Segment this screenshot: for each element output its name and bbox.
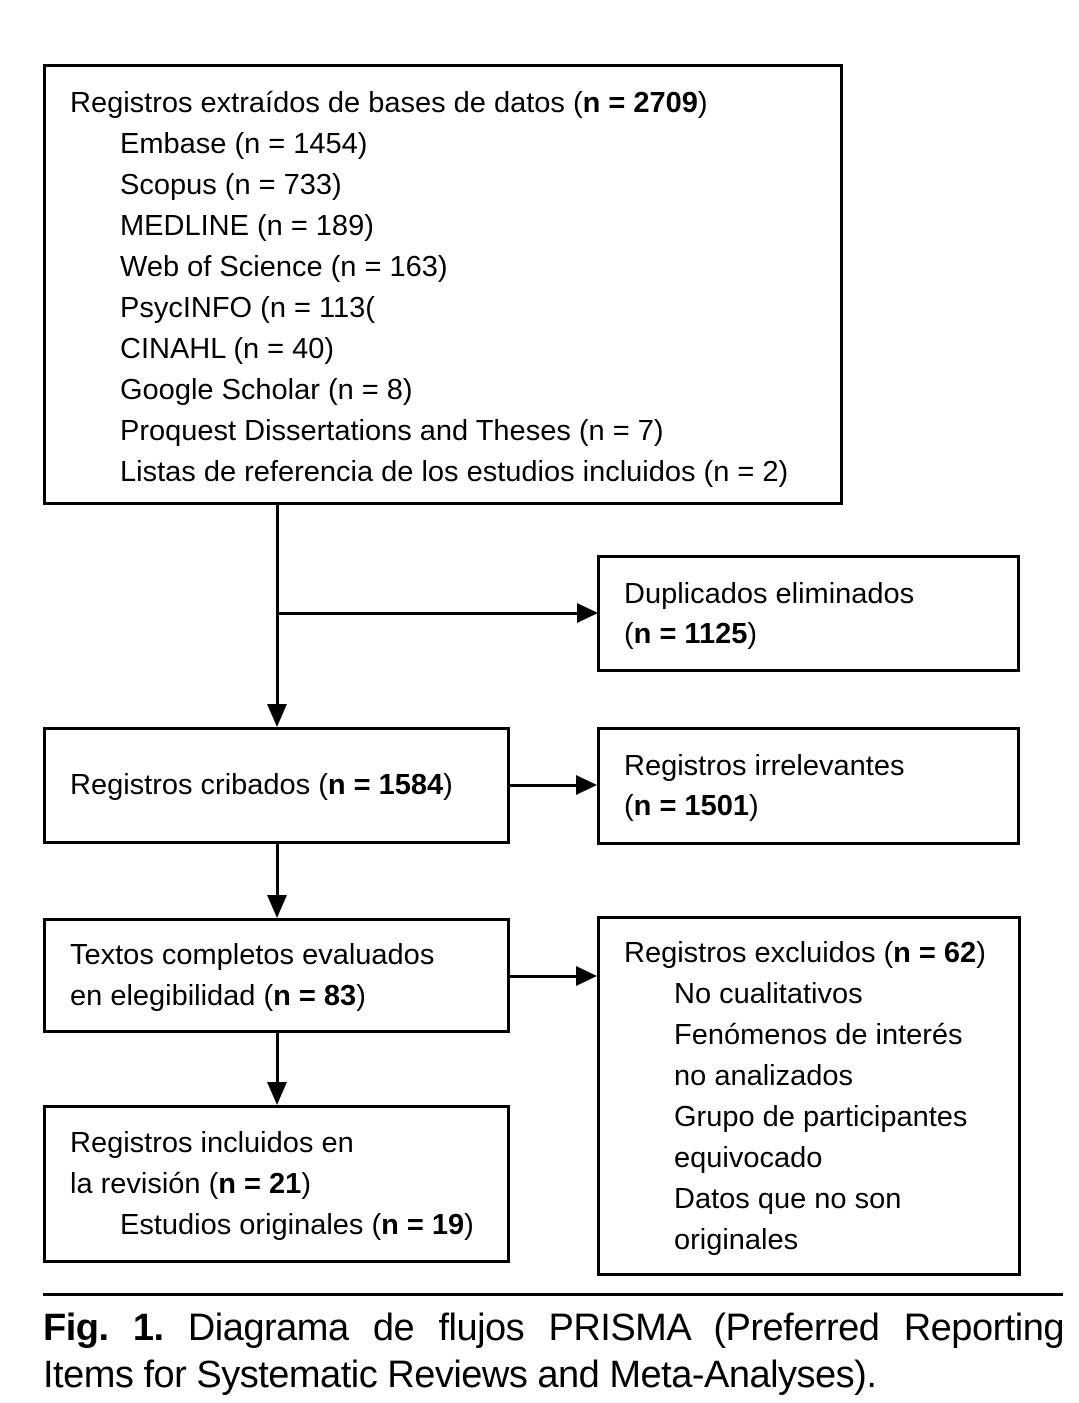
box-line: Duplicados eliminados bbox=[624, 577, 915, 610]
arrow-down-icon bbox=[267, 895, 287, 918]
figure-label: Fig. 1. bbox=[43, 1307, 164, 1349]
box-records-excluded: Registros excluidos (n = 62) No cualitat… bbox=[597, 916, 1021, 1276]
label-text: en elegibilidad ( bbox=[70, 979, 274, 1012]
paren-open: ( bbox=[624, 617, 634, 650]
count: n = 21 bbox=[218, 1167, 302, 1200]
list-item: PsycINFO (n = 113( bbox=[120, 292, 375, 324]
list-item: CINAHL (n = 40) bbox=[120, 333, 335, 365]
paren-close: ) bbox=[748, 790, 759, 822]
count: n = 1501 bbox=[633, 790, 749, 822]
title-text: Registros excluidos ( bbox=[624, 937, 894, 969]
label-text: Estudios originales ( bbox=[120, 1208, 382, 1241]
paren-close: ) bbox=[464, 1208, 474, 1241]
count: n = 1584 bbox=[327, 769, 444, 801]
figure-caption: Fig. 1. Diagrama de flujos PRISMA (Prefe… bbox=[43, 1305, 1065, 1399]
box-fulltext-assessed: Textos completos evaluados en elegibilid… bbox=[43, 918, 510, 1033]
box-records-irrelevant: Registros irrelevantes (n = 1501) bbox=[597, 727, 1020, 845]
arrow-down-icon bbox=[267, 704, 287, 727]
box-title: Registros excluidos (n = 62) bbox=[624, 933, 1012, 974]
count: n = 83 bbox=[273, 979, 357, 1012]
caption-divider bbox=[43, 1293, 1063, 1296]
title-close: ) bbox=[976, 937, 986, 969]
paren-close: ) bbox=[747, 617, 758, 650]
list-item: Fenómenos de interés no analizados bbox=[674, 1019, 963, 1092]
title-close: ) bbox=[697, 87, 708, 119]
title-count: n = 62 bbox=[893, 937, 977, 969]
connector-to-duplicates bbox=[276, 612, 578, 615]
connector-fulltext-to-excluded bbox=[510, 975, 577, 978]
list-item: Embase (n = 1454) bbox=[120, 128, 368, 160]
label-text: Registros cribados ( bbox=[70, 769, 328, 801]
box-line: la revisión (n = 21) bbox=[70, 1164, 507, 1205]
arrow-right-icon bbox=[577, 603, 598, 623]
arrow-down-icon bbox=[267, 1082, 287, 1105]
list-item: Google Scholar (n = 8) bbox=[120, 374, 413, 406]
box-duplicates-removed: Duplicados eliminados (n = 1125) bbox=[597, 555, 1020, 672]
box-line: Registros irrelevantes bbox=[624, 750, 905, 782]
box-line: Estudios originales (n = 19) bbox=[120, 1205, 507, 1246]
list-item: Scopus (n = 733) bbox=[120, 169, 342, 201]
list-item: Datos que no son originales bbox=[674, 1183, 902, 1256]
box-line: Registros incluidos en bbox=[70, 1126, 354, 1159]
list-item: Web of Science (n = 163) bbox=[120, 251, 448, 283]
count: n = 1125 bbox=[633, 617, 748, 650]
arrow-right-icon bbox=[576, 966, 597, 986]
list-item: Grupo de participantes equivocado bbox=[674, 1101, 968, 1174]
connector-fulltext-to-included bbox=[276, 1033, 279, 1084]
connector-screened-to-fulltext bbox=[276, 844, 279, 897]
caption-text: Diagrama de flujos PRISMA (Preferred Rep… bbox=[163, 1307, 1065, 1349]
box-records-identified: Registros extraídos de bases de datos (n… bbox=[43, 64, 843, 505]
caption-line: Fig. 1. Diagrama de flujos PRISMA (Prefe… bbox=[43, 1305, 1065, 1352]
list-item: MEDLINE (n = 189) bbox=[120, 210, 374, 242]
paren-close: ) bbox=[356, 979, 366, 1012]
box-records-screened: Registros cribados (n = 1584) bbox=[43, 727, 510, 844]
box-line: (n = 1501) bbox=[624, 786, 1017, 826]
paren-close: ) bbox=[443, 769, 453, 801]
box-line: Textos completos evaluados bbox=[70, 938, 435, 971]
list-item: Proquest Dissertations and Theses (n = 7… bbox=[120, 415, 664, 447]
list-item: No cualitativos bbox=[674, 978, 863, 1010]
database-list: Embase (n = 1454) Scopus (n = 733) MEDLINE… bbox=[70, 124, 826, 493]
title-count: n = 2709 bbox=[582, 87, 698, 119]
caption-line: Items for Systematic Reviews and Meta-An… bbox=[43, 1354, 877, 1396]
connector-screened-to-irrelevant bbox=[510, 784, 577, 787]
paren-open: ( bbox=[624, 790, 634, 822]
label-text: la revisión ( bbox=[70, 1167, 219, 1200]
box-line: (n = 1125) bbox=[624, 614, 1017, 654]
box-line: en elegibilidad (n = 83) bbox=[70, 976, 507, 1017]
arrow-right-icon bbox=[576, 775, 597, 795]
box-title: Registros extraídos de bases de datos (n… bbox=[70, 83, 826, 124]
box-records-included: Registros incluidos en la revisión (n = … bbox=[43, 1105, 510, 1263]
paren-close: ) bbox=[301, 1167, 311, 1200]
connector-identification-to-screened bbox=[276, 505, 279, 705]
title-text: Registros extraídos de bases de datos ( bbox=[70, 87, 583, 119]
list-item: Listas de referencia de los estudios inc… bbox=[120, 456, 789, 488]
count: n = 19 bbox=[381, 1208, 465, 1241]
box-line: Registros cribados (n = 1584) bbox=[70, 765, 453, 806]
